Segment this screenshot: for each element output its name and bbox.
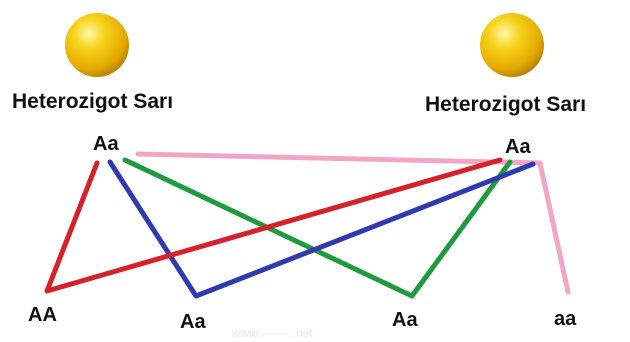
cross-line-pink <box>135 151 571 295</box>
left-parent-genotype: Aa <box>93 133 119 155</box>
offspring-genotype-3: Aa <box>392 309 418 331</box>
right-parent-label: Heterozigot Sarı <box>425 93 586 116</box>
cross-line-red <box>44 157 503 294</box>
watermark: www.········.net <box>231 326 313 340</box>
offspring-genotype-2: Aa <box>180 311 206 333</box>
cross-line-blue <box>107 159 536 299</box>
offspring-genotype-4: aa <box>554 308 577 330</box>
offspring-genotype-1: AA <box>28 304 57 326</box>
right-parent-genotype: Aa <box>505 136 531 158</box>
left-parent-label: Heterozigot Sarı <box>12 90 173 113</box>
right-parent-seed <box>480 13 544 77</box>
cross-line-green <box>122 157 513 299</box>
left-parent-seed <box>65 13 129 77</box>
